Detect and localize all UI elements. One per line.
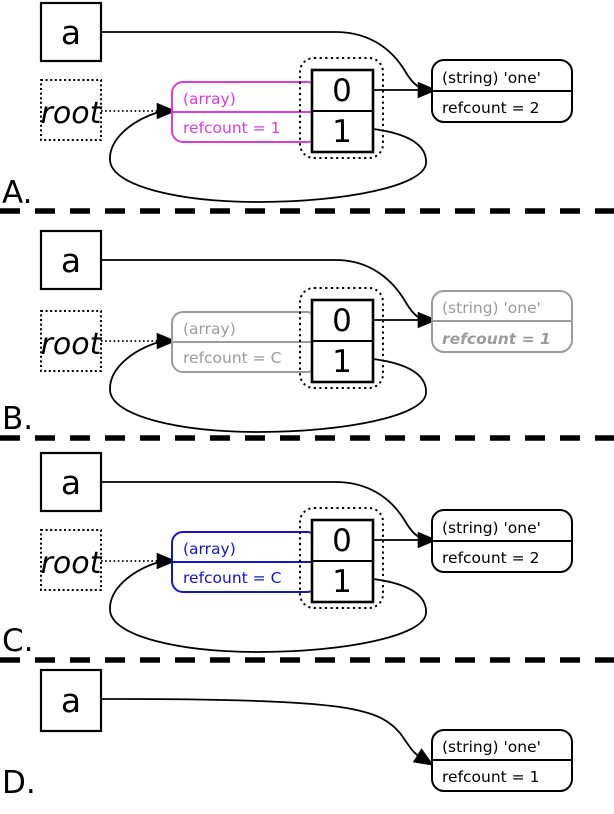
edge-cell1-cycle xyxy=(109,561,427,653)
cell-1: 1 xyxy=(332,344,352,380)
edge-a-to-string xyxy=(101,31,426,91)
array-refcount: refcount = C xyxy=(183,349,281,367)
panel-label: B. xyxy=(2,401,33,437)
variable-label: a xyxy=(61,13,81,52)
root-label: root xyxy=(41,327,103,362)
string-refcount: refcount = 1 xyxy=(442,768,539,786)
string-refcount: refcount = 1 xyxy=(442,330,551,348)
string-type: (string) 'one' xyxy=(442,738,541,756)
array-refcount: refcount = 1 xyxy=(183,119,280,137)
string-type: (string) 'one' xyxy=(442,69,541,87)
variable-label: a xyxy=(61,241,81,280)
panel-c: a root (array) refcount = C 0 1 (string)… xyxy=(0,451,614,663)
edge-a-to-string xyxy=(101,259,426,321)
variable-label: a xyxy=(61,463,81,502)
panel-label: A. xyxy=(2,175,33,211)
cell-1: 1 xyxy=(332,114,352,150)
cell-0: 0 xyxy=(332,303,352,339)
cell-0: 0 xyxy=(332,73,352,109)
panel-d: a (string) 'one' refcount = 1 D. xyxy=(2,668,573,801)
variable-box xyxy=(39,1,103,63)
string-type: (string) 'one' xyxy=(442,519,541,537)
variable-box xyxy=(39,668,103,733)
panel-b: a root (array) refcount = C 0 1 (string)… xyxy=(0,229,614,441)
array-type: (array) xyxy=(183,320,236,338)
cells-dotted-outline xyxy=(299,507,384,609)
cell-0: 0 xyxy=(332,523,352,559)
root-label: root xyxy=(41,546,103,581)
edge-a-to-string xyxy=(101,481,426,541)
root-label: root xyxy=(41,96,103,131)
panel-label: C. xyxy=(2,623,34,659)
variable-label: a xyxy=(61,681,81,720)
string-refcount: refcount = 2 xyxy=(442,99,539,117)
variable-box xyxy=(39,229,103,291)
edge-a-to-string xyxy=(100,698,434,766)
string-refcount: refcount = 2 xyxy=(442,549,539,567)
variable-box xyxy=(39,451,103,513)
cells-dotted-outline xyxy=(299,57,384,159)
edge-cell1-cycle xyxy=(109,111,427,203)
panel-a: a root (array) refcount = 1 0 1 (string)… xyxy=(0,1,614,214)
panel-label: D. xyxy=(2,765,36,801)
array-type: (array) xyxy=(183,540,236,558)
edge-cell1-cycle xyxy=(109,341,427,433)
array-refcount: refcount = C xyxy=(183,569,281,587)
cell-1: 1 xyxy=(332,564,352,600)
cells-dotted-outline xyxy=(299,287,384,389)
array-type: (array) xyxy=(183,90,236,108)
string-type: (string) 'one' xyxy=(442,299,541,317)
